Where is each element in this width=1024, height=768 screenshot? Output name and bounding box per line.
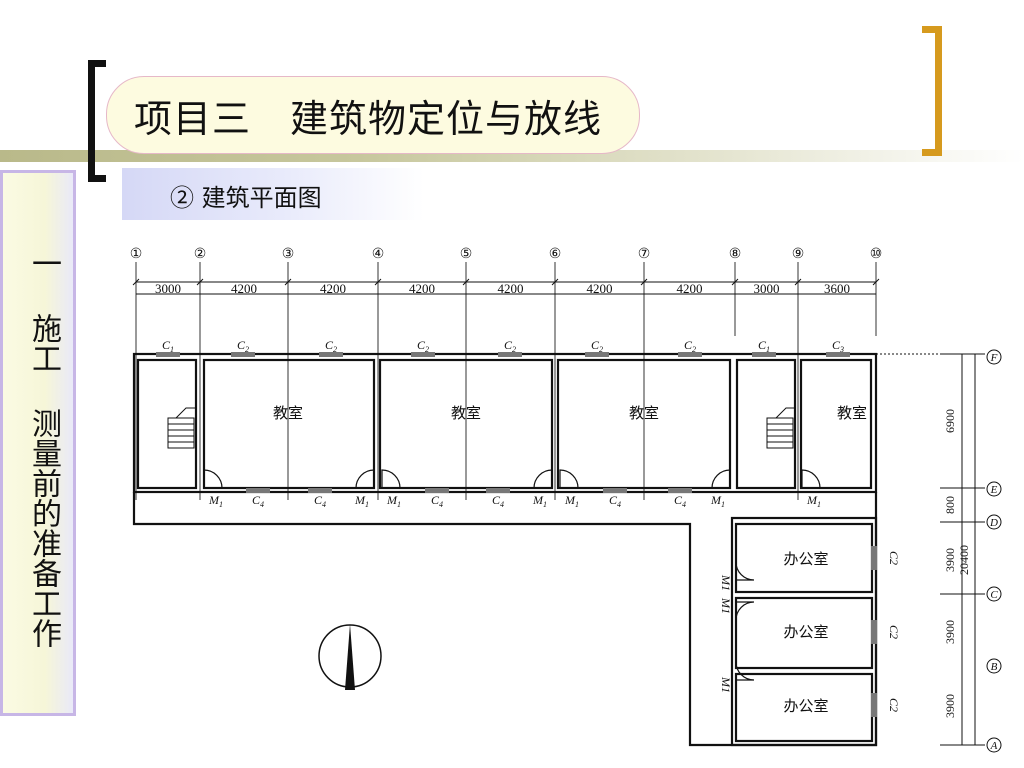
slide-title: 项目三 建筑物定位与放线 [134, 97, 603, 141]
room-label-classroom-1: 教室 [273, 405, 303, 422]
axis-number: ⑧ [729, 247, 742, 262]
axis-number: ⑦ [638, 247, 651, 262]
window-label-top: C2 [325, 338, 337, 354]
row-axis-letter: D [989, 517, 998, 529]
overall-dimension: 20400 [957, 545, 971, 575]
office-door-label: M1 [719, 597, 733, 614]
axis-number: ④ [372, 247, 385, 262]
office-door-label: M1 [719, 676, 733, 693]
door-label: M1 [208, 493, 223, 509]
window-label-top: C1 [758, 338, 770, 354]
door-label: M1 [354, 493, 369, 509]
classroom-3-outline [556, 358, 732, 490]
row-axis-letter: B [991, 661, 998, 673]
window-label-top: C2 [504, 338, 516, 354]
axis-number: ⑥ [549, 247, 562, 262]
north-arrow-icon [318, 624, 382, 690]
column-dimension: 4200 [498, 281, 524, 296]
row-axis-bubbles: F E D C B A [986, 349, 1002, 753]
row-axis-letter: C [990, 589, 998, 601]
column-dimension: 3000 [754, 281, 780, 296]
axis-number: ③ [282, 247, 295, 262]
row-dimension: 3900 [943, 694, 957, 718]
office-window-label: C2 [887, 625, 901, 639]
office-window-label: C2 [887, 698, 901, 712]
column-dimension: 4200 [231, 281, 257, 296]
stair-room-left [136, 358, 198, 490]
door-label: M1 [806, 493, 821, 509]
axis-number: ⑩ [870, 247, 883, 262]
sidebar-heading: 一 施工 测量前的准备工作 [26, 248, 61, 648]
row-dimension: 3900 [943, 548, 957, 572]
door-label: M1 [386, 493, 401, 509]
column-dimension: 4200 [677, 281, 703, 296]
dimension-chain: 3000 4200 4200 4200 4200 4200 4200 3000 3600 [132, 278, 880, 296]
row-dimension: 6900 [943, 409, 957, 433]
office-window-label: C2 [887, 551, 901, 565]
stair-room-right [735, 358, 797, 490]
window-label-top: C3 [832, 338, 844, 354]
window-label-bottom: C4 [609, 493, 621, 509]
room-label-classroom-4: 教室 [837, 405, 867, 422]
window-label-bottom: C4 [314, 493, 326, 509]
grid-axes [135, 262, 877, 500]
column-dimension: 3000 [155, 281, 181, 296]
subtitle-box [122, 168, 424, 220]
row-axis-letter: F [990, 352, 998, 364]
window-label-top: C1 [162, 338, 174, 354]
walls [132, 352, 878, 747]
column-dimension: 4200 [320, 281, 346, 296]
title-box [106, 76, 640, 154]
row-axis-letter: A [990, 740, 998, 752]
window-label-top: C2 [684, 338, 696, 354]
sidebar-panel [0, 170, 76, 716]
right-bracket-decoration [922, 26, 942, 156]
classroom-1-outline [202, 358, 376, 490]
axis-number: ② [194, 247, 207, 262]
window-label-top: C2 [237, 338, 249, 354]
row-dimension: 3900 [943, 620, 957, 644]
slide-subtitle: ② 建筑平面图 [170, 184, 322, 212]
axis-bubbles: ① ② ③ ④ ⑤ ⑥ ⑦ ⑧ ⑨ ⑩ [130, 247, 883, 262]
window-label-top: C2 [417, 338, 429, 354]
row-axis-letter: E [990, 484, 998, 496]
room-label-office-3: 办公室 [783, 698, 828, 715]
axis-number: ① [130, 247, 143, 262]
room-label-classroom-2: 教室 [451, 405, 481, 422]
window-label-bottom: C4 [431, 493, 443, 509]
window-label-bottom: C4 [674, 493, 686, 509]
room-label-office-2: 办公室 [783, 624, 828, 641]
axis-number: ⑤ [460, 247, 473, 262]
office-door-label: M1 [719, 574, 733, 591]
window-label-bottom: C4 [492, 493, 504, 509]
stairs [167, 407, 796, 449]
door-label: M1 [564, 493, 579, 509]
row-dimension: 800 [943, 496, 957, 514]
main-block-outer [132, 352, 878, 494]
column-dimension: 3600 [824, 281, 850, 296]
window-label-bottom: C4 [252, 493, 264, 509]
room-label-classroom-3: 教室 [629, 405, 659, 422]
door-label: M1 [710, 493, 725, 509]
vertical-dimension-lines [876, 353, 985, 746]
left-bracket-decoration [88, 60, 106, 182]
axis-number: ⑨ [792, 247, 805, 262]
column-dimension: 4200 [587, 281, 613, 296]
column-dimension: 4200 [409, 281, 435, 296]
room-label-office-1: 办公室 [783, 551, 828, 568]
corridor-outline [132, 492, 878, 747]
classroom-2-outline [378, 358, 554, 490]
window-label-top: C2 [591, 338, 603, 354]
classroom-4-outline [799, 358, 873, 490]
door-label: M1 [532, 493, 547, 509]
